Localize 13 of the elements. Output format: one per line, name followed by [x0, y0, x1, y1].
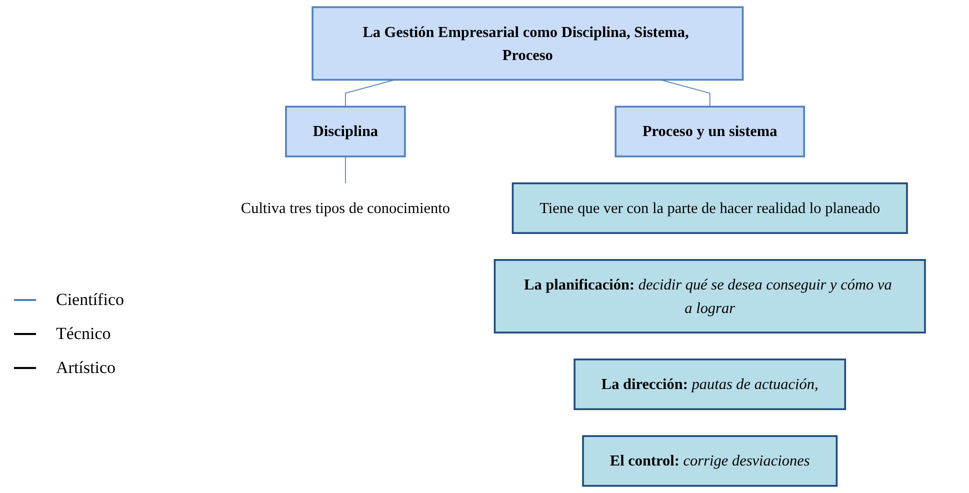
node-box: Tiene que ver con la parte de hacer realidad lo planeado	[512, 182, 908, 234]
knowledge-type: Artístico	[56, 358, 116, 378]
node-box: Disciplina	[285, 106, 406, 158]
knowledge-type: Científico	[56, 290, 124, 310]
node-box: La planificación: decidir qué se desea conseguir y cómo va a lograr	[494, 259, 926, 334]
node-box: La dirección: pautas de actuación,	[574, 358, 846, 410]
knowledge-type: Técnico	[56, 324, 111, 344]
node-box: Proceso y un sistema	[614, 106, 805, 158]
node-text: Cultiva tres tipos de conocimiento	[240, 199, 450, 216]
connector	[660, 79, 710, 108]
node-box: El control: corrige desviaciones	[582, 435, 838, 487]
connector	[345, 156, 346, 184]
node-box: La Gestión Empresarial como Disciplina, Sistema, Proceso	[312, 6, 744, 81]
